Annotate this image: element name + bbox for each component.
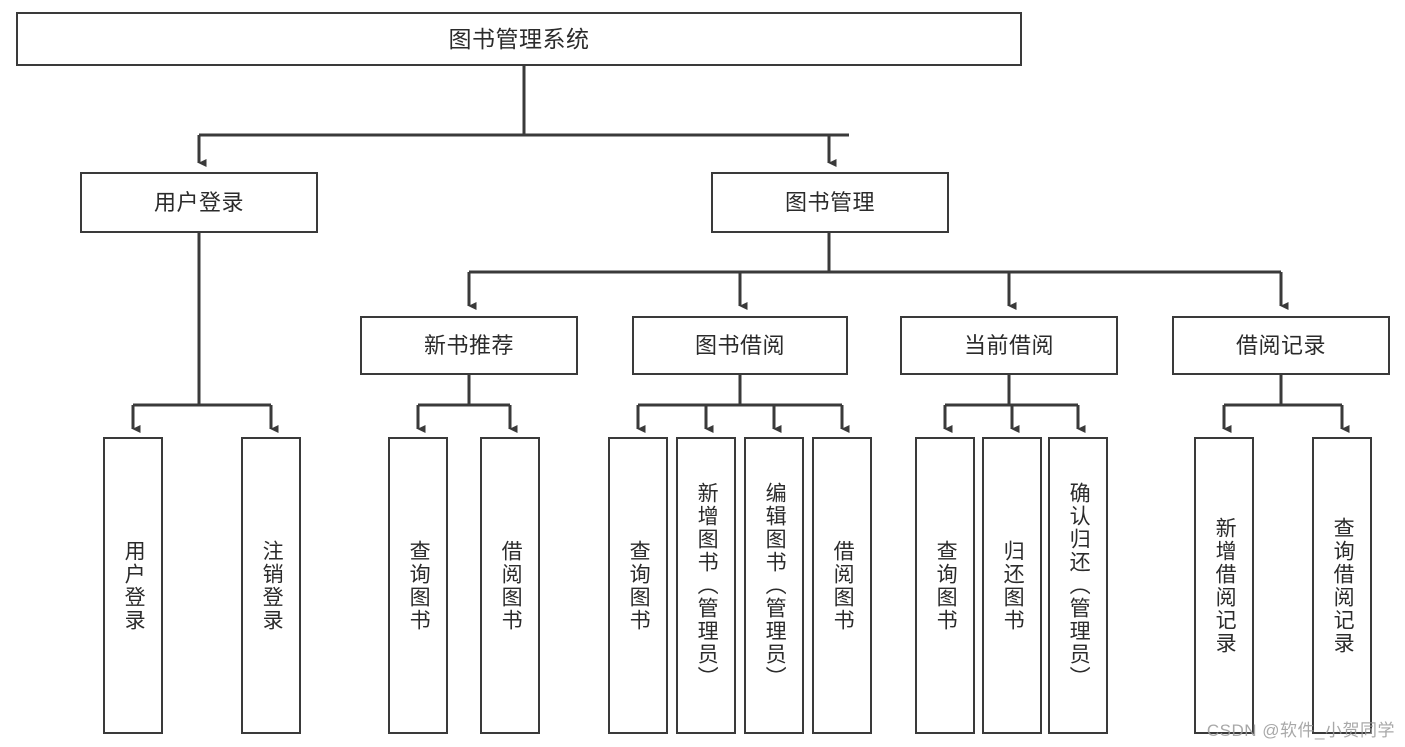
leaf-confirm-return-admin[interactable]: 确认归还（管理员） <box>1048 437 1108 734</box>
leaf-return-books[interactable]: 归还图书 <box>982 437 1042 734</box>
node-label: 图书管理 <box>784 189 875 215</box>
node-label: 图书管理系统 <box>448 25 590 52</box>
node-label: 查询图书 <box>407 539 431 632</box>
leaf-query-books-borrow[interactable]: 查询图书 <box>608 437 668 734</box>
node-book-management[interactable]: 图书管理 <box>711 172 949 233</box>
node-label: 归还图书 <box>1001 539 1025 632</box>
node-label: 借阅图书 <box>499 539 523 632</box>
leaf-logout[interactable]: 注销登录 <box>241 437 301 734</box>
node-label: 图书借阅 <box>694 332 785 358</box>
leaf-add-book-admin[interactable]: 新增图书（管理员） <box>676 437 736 734</box>
leaf-query-books-current[interactable]: 查询图书 <box>915 437 975 734</box>
leaf-add-borrow-record[interactable]: 新增借阅记录 <box>1194 437 1254 734</box>
node-new-book-recommendation[interactable]: 新书推荐 <box>360 316 578 375</box>
node-label: 借阅记录 <box>1235 332 1326 358</box>
node-label: 当前借阅 <box>963 332 1054 358</box>
leaf-user-login[interactable]: 用户登录 <box>103 437 163 734</box>
node-label: 新增借阅记录 <box>1213 516 1237 655</box>
node-label: 新书推荐 <box>423 332 514 358</box>
node-label: 新增图书（管理员） <box>695 482 719 689</box>
leaf-borrow-books-new[interactable]: 借阅图书 <box>480 437 540 734</box>
node-root-book-management-system[interactable]: 图书管理系统 <box>16 12 1022 66</box>
node-label: 借阅图书 <box>831 539 855 632</box>
node-label: 用户登录 <box>153 189 244 215</box>
leaf-query-books-new[interactable]: 查询图书 <box>388 437 448 734</box>
leaf-edit-book-admin[interactable]: 编辑图书（管理员） <box>744 437 804 734</box>
csdn-watermark: CSDN @软件_小贺同学 <box>1206 721 1395 740</box>
node-label: 用户登录 <box>122 539 146 632</box>
node-label: 编辑图书（管理员） <box>763 482 787 689</box>
node-user-login[interactable]: 用户登录 <box>80 172 318 233</box>
node-label: 查询图书 <box>627 539 651 632</box>
node-label: 注销登录 <box>260 539 284 632</box>
node-label: 查询图书 <box>934 539 958 632</box>
node-borrowing-records[interactable]: 借阅记录 <box>1172 316 1390 375</box>
leaf-query-borrow-record[interactable]: 查询借阅记录 <box>1312 437 1372 734</box>
node-current-borrowing[interactable]: 当前借阅 <box>900 316 1118 375</box>
node-label: 查询借阅记录 <box>1331 516 1355 655</box>
node-book-borrowing[interactable]: 图书借阅 <box>632 316 848 375</box>
node-label: 确认归还（管理员） <box>1067 482 1091 689</box>
leaf-borrow-books[interactable]: 借阅图书 <box>812 437 872 734</box>
